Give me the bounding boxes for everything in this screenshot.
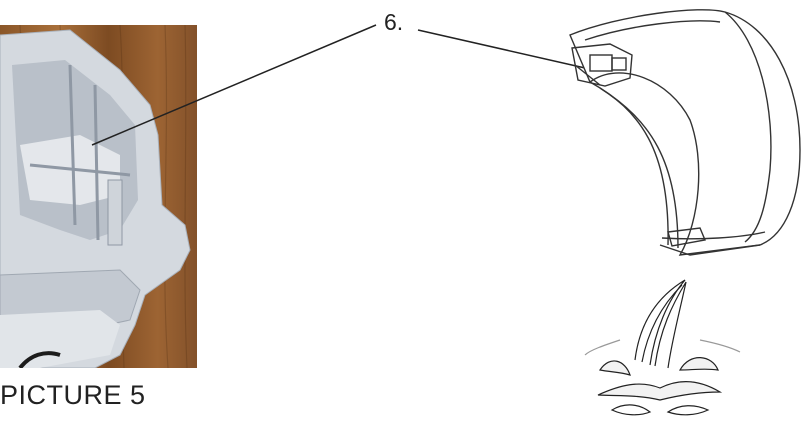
cover-part-drawing xyxy=(569,9,801,256)
leader-line-right xyxy=(417,29,586,69)
photo-caption: PICTURE 5 xyxy=(0,380,146,410)
leader-line-left xyxy=(91,24,377,146)
photo-illustration xyxy=(0,25,191,368)
product-photo xyxy=(0,25,197,368)
callout-number: 6. xyxy=(384,9,404,35)
splash-icon xyxy=(584,279,741,416)
